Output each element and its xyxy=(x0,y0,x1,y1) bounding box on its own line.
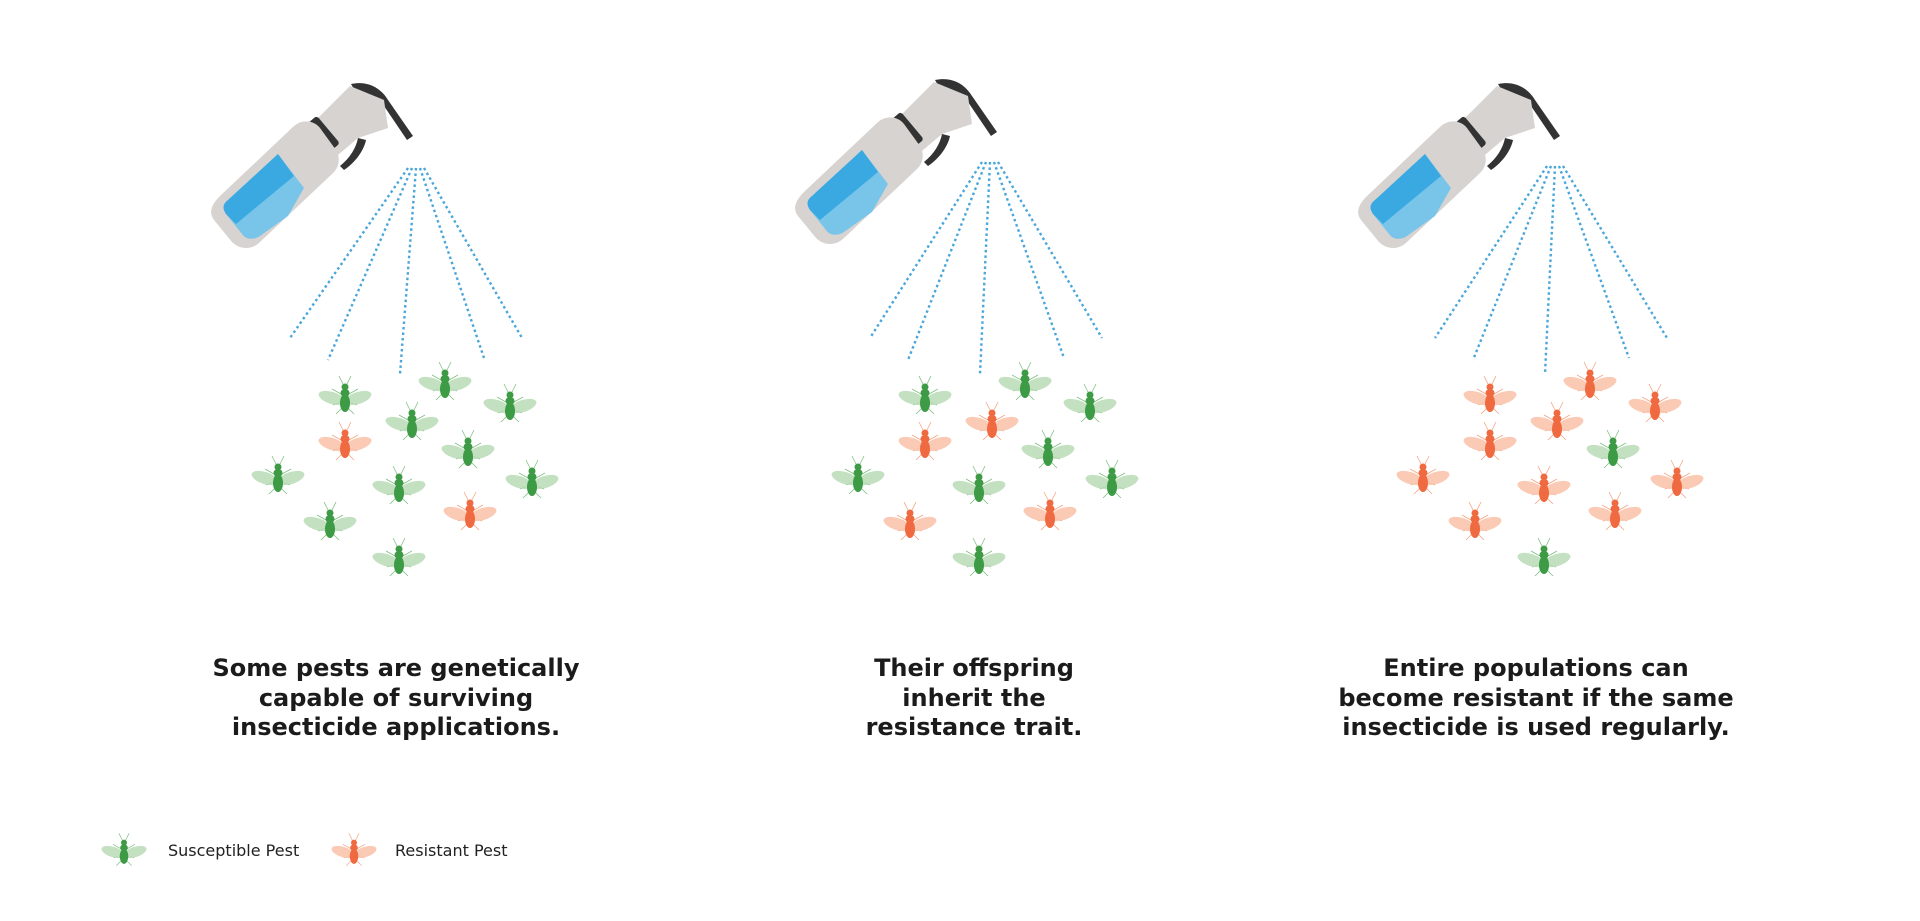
legend-resistant-label: Resistant Pest xyxy=(395,841,508,860)
spray-line xyxy=(418,167,486,359)
susceptible-pest-icon xyxy=(1083,459,1141,499)
spray-line xyxy=(978,161,992,375)
resistant-pest-icon xyxy=(1021,491,1079,531)
spray-line xyxy=(906,161,988,361)
caption-line: capable of surviving xyxy=(258,683,534,712)
spray-line xyxy=(992,161,1066,359)
caption-line: insecticide applications. xyxy=(231,713,561,741)
spray-bottle-icon xyxy=(795,79,997,244)
susceptible-pest-icon xyxy=(370,465,428,505)
spray-line xyxy=(1543,165,1557,375)
legend-susceptible-icon xyxy=(99,832,149,867)
susceptible-pest-icon xyxy=(1515,537,1573,577)
spray-bottle-icon xyxy=(211,83,413,248)
caption-line: insecticide is used regularly. xyxy=(1342,713,1730,741)
susceptible-pest-icon xyxy=(316,375,374,415)
susceptible-pest-icon xyxy=(370,537,428,577)
susceptible-pest-icon xyxy=(416,361,474,401)
panel-2-caption: Their offspring inherit the resistance t… xyxy=(754,654,1194,743)
caption-line: Entire populations can xyxy=(1383,654,1689,682)
legend-susceptible-label: Susceptible Pest xyxy=(168,841,300,860)
resistant-pest-icon xyxy=(1528,401,1586,441)
caption-line: resistance trait. xyxy=(865,713,1083,741)
spray-lines xyxy=(868,161,1104,375)
spray-line xyxy=(398,167,418,375)
spray-line xyxy=(1433,165,1549,339)
susceptible-pest-icon xyxy=(996,361,1054,401)
spray-bottle-icon xyxy=(1358,83,1560,248)
resistant-pest-icon xyxy=(1586,491,1644,531)
panel-1 xyxy=(211,83,561,577)
susceptible-pest-icon xyxy=(301,501,359,541)
resistant-pest-icon xyxy=(1394,455,1452,495)
resistant-pest-icon xyxy=(881,501,939,541)
spray-line xyxy=(1561,165,1669,339)
legend-resistant-icon xyxy=(329,832,379,867)
spray-lines xyxy=(1433,165,1669,375)
susceptible-pest-icon xyxy=(950,465,1008,505)
susceptible-pest-icon xyxy=(503,459,561,499)
resistant-pest-icon xyxy=(1515,465,1573,505)
susceptible-pest-icon xyxy=(249,455,307,495)
caption-line: become resistant if the same xyxy=(1338,683,1734,712)
susceptible-pest-icon xyxy=(1019,429,1077,469)
spray-line xyxy=(1557,165,1631,359)
spray-line xyxy=(868,161,984,339)
susceptible-pest-icon xyxy=(439,429,497,469)
caption-line: Some pests are genetically xyxy=(212,654,580,682)
resistant-pest-icon xyxy=(896,421,954,461)
caption-line: inherit the xyxy=(902,683,1046,712)
panel-3-caption: Entire populations can become resistant … xyxy=(1316,654,1756,743)
susceptible-pest-icon xyxy=(481,383,539,423)
susceptible-pest-icon xyxy=(1584,429,1642,469)
spray-line xyxy=(422,167,524,339)
susceptible-pest-icon xyxy=(896,375,954,415)
resistant-pest-icon xyxy=(1561,361,1619,401)
panel-2 xyxy=(795,79,1141,577)
caption-line: Their offspring xyxy=(874,654,1074,682)
spray-line xyxy=(289,167,409,339)
susceptible-pest-icon xyxy=(1061,383,1119,423)
panel-3 xyxy=(1358,83,1706,577)
susceptible-pest-icon xyxy=(383,401,441,441)
resistant-pest-icon xyxy=(1648,459,1706,499)
resistant-pest-icon xyxy=(1461,421,1519,461)
resistant-pest-icon xyxy=(441,491,499,531)
resistant-pest-icon xyxy=(963,401,1021,441)
susceptible-pest-icon xyxy=(829,455,887,495)
panel-1-caption: Some pests are genetically capable of su… xyxy=(176,654,616,743)
resistant-pest-icon xyxy=(316,421,374,461)
resistant-pest-icon xyxy=(1446,501,1504,541)
spray-lines xyxy=(289,167,524,375)
resistant-pest-icon xyxy=(1626,383,1684,423)
susceptible-pest-icon xyxy=(950,537,1008,577)
spray-line xyxy=(1471,165,1553,361)
resistant-pest-icon xyxy=(1461,375,1519,415)
spray-line xyxy=(326,167,414,361)
spray-line xyxy=(996,161,1104,339)
